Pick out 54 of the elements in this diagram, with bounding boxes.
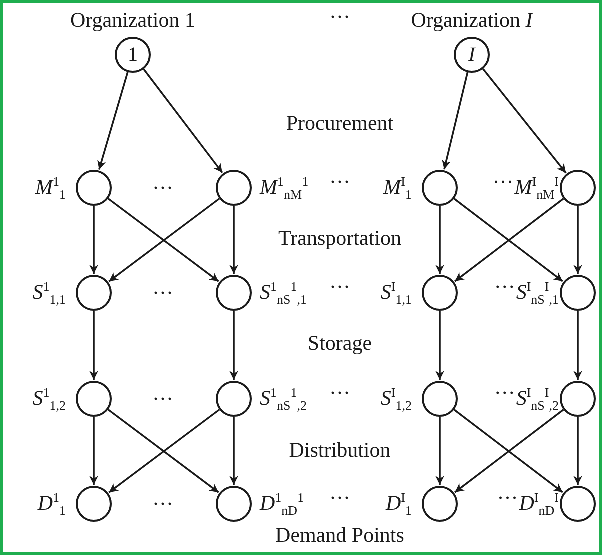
circle-node bbox=[216, 381, 252, 417]
arrow bbox=[143, 68, 224, 174]
circle-node bbox=[560, 381, 596, 417]
ellipsis: ··· bbox=[330, 276, 350, 298]
ellipsis: ··· bbox=[330, 172, 350, 192]
arrow bbox=[482, 68, 567, 174]
arrow bbox=[230, 206, 238, 274]
circle-node bbox=[76, 275, 112, 311]
circle-node bbox=[216, 486, 252, 522]
stage-label: Transportation bbox=[278, 228, 402, 248]
ellipsis: ··· bbox=[330, 382, 350, 404]
arrow bbox=[90, 311, 98, 380]
stage-label: Organization 1 bbox=[70, 10, 196, 30]
numbered-circle: 1 bbox=[115, 37, 151, 73]
circle-node bbox=[76, 381, 112, 417]
arrow bbox=[436, 417, 444, 485]
ellipsis: ··· bbox=[492, 172, 514, 192]
ellipsis: ··· bbox=[494, 382, 516, 404]
circle-node bbox=[76, 486, 112, 522]
stage-label: Storage bbox=[308, 332, 372, 354]
ellipsis: ··· bbox=[152, 178, 174, 198]
arrow bbox=[230, 417, 238, 485]
arrow bbox=[574, 417, 582, 485]
stage-label: Procurement bbox=[286, 112, 394, 134]
ellipsis: ··· bbox=[494, 276, 516, 298]
arrow bbox=[574, 311, 582, 380]
ellipsis: ··· bbox=[152, 388, 174, 410]
circle-node bbox=[560, 170, 596, 206]
stage-label: Organization I bbox=[411, 10, 533, 30]
circle-node bbox=[216, 170, 252, 206]
arrow bbox=[436, 206, 444, 274]
stage-label: Distribution bbox=[289, 440, 391, 460]
stage-label: Demand Points bbox=[276, 524, 404, 546]
circle-node bbox=[422, 486, 458, 522]
ellipsis: ··· bbox=[330, 6, 350, 28]
arrow bbox=[98, 72, 129, 170]
ellipsis: ··· bbox=[330, 488, 350, 508]
circle-node bbox=[560, 486, 596, 522]
circle-node bbox=[422, 381, 458, 417]
arrow bbox=[442, 72, 469, 170]
arrow bbox=[436, 311, 444, 380]
ellipsis: ··· bbox=[497, 488, 518, 508]
arrow bbox=[90, 206, 98, 274]
circle-node bbox=[422, 275, 458, 311]
arrow bbox=[574, 206, 582, 274]
arrow bbox=[230, 311, 238, 380]
circle-node bbox=[76, 170, 112, 206]
ellipsis: ··· bbox=[152, 494, 174, 514]
numbered-circle: I bbox=[454, 37, 490, 73]
ellipsis: ··· bbox=[152, 282, 174, 304]
arrow bbox=[90, 417, 98, 485]
circle-node bbox=[216, 275, 252, 311]
circle-node bbox=[560, 275, 596, 311]
circle-node bbox=[422, 170, 458, 206]
